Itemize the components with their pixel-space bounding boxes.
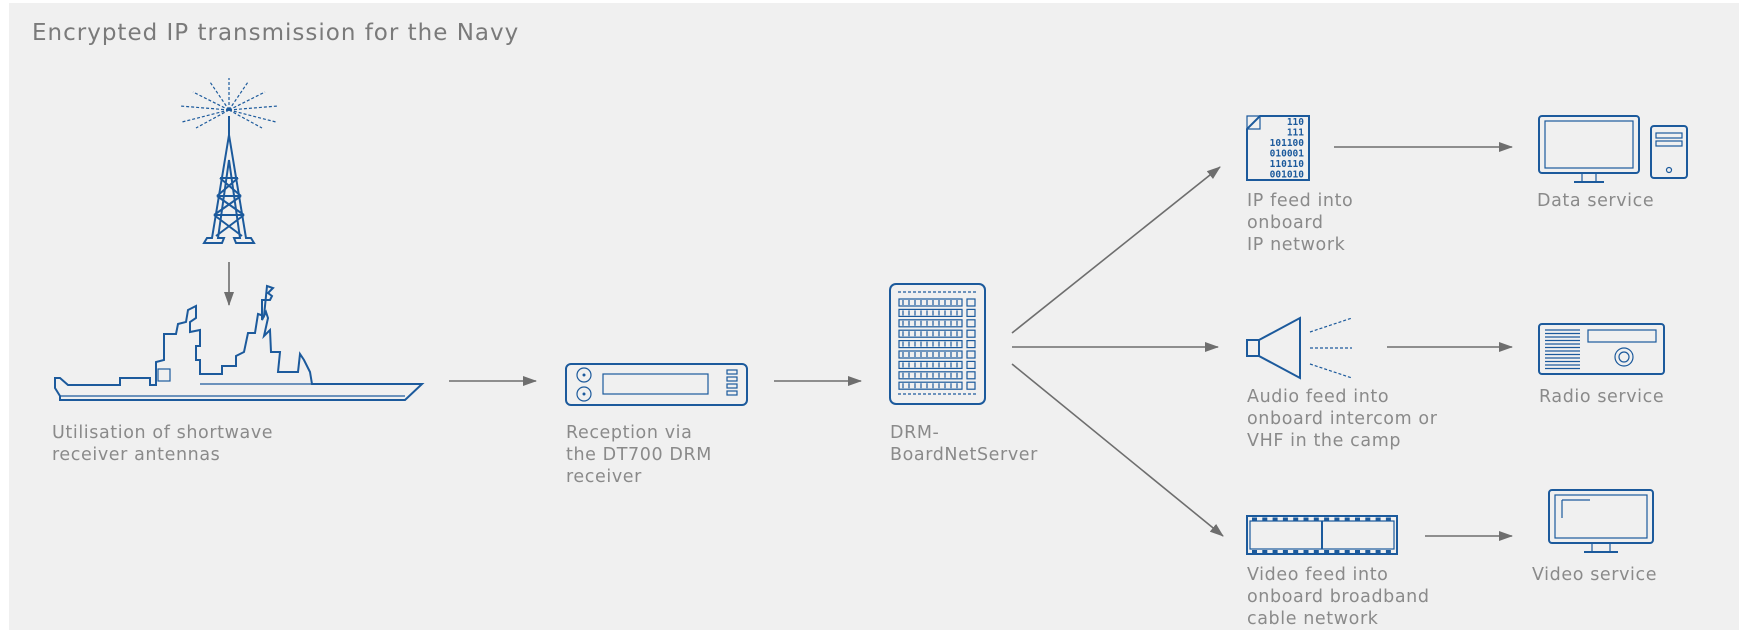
server-slot: [898, 298, 963, 307]
label-line: BoardNetServer: [890, 445, 1038, 465]
film-hole: [1344, 517, 1350, 521]
drm-boardnetserver-icon: [889, 283, 986, 405]
film-hole: [1385, 550, 1391, 553]
server-led: [966, 329, 976, 338]
binary-row: 110: [1287, 117, 1304, 128]
binary-row: 111: [1287, 128, 1304, 139]
film-hole: [1272, 517, 1278, 521]
server-slot: [898, 381, 963, 390]
diagram-title: Encrypted IP transmission for the Navy: [32, 20, 520, 46]
film-hole: [1324, 517, 1330, 521]
film-hole: [1365, 517, 1371, 521]
film-hole: [1334, 550, 1340, 553]
label-line: the DT700 DRM: [566, 445, 712, 465]
label-line: Reception via: [566, 423, 693, 443]
server-led: [966, 298, 976, 307]
arrow-server-to-video-feed: [1011, 363, 1224, 537]
label-line: receiver antennas: [52, 445, 221, 465]
binary-row: 010001: [1270, 149, 1305, 160]
film-hole: [1385, 517, 1391, 521]
server-slot: [898, 329, 963, 338]
film-hole: [1293, 517, 1299, 521]
radio-icon: [1538, 323, 1665, 375]
tv-monitor-icon: [1548, 489, 1654, 553]
label-line: IP network: [1247, 235, 1346, 255]
label-line: onboard broadband: [1247, 587, 1430, 607]
film-hole: [1355, 517, 1360, 521]
ship-label: Utilisation of shortwave receiver antenn…: [52, 422, 273, 466]
radio-service-label: Radio service: [1539, 386, 1664, 408]
film-hole: [1272, 550, 1278, 553]
label-line: IP feed into: [1247, 191, 1354, 211]
server-slot: [898, 340, 963, 349]
video-service-label: Video service: [1532, 564, 1657, 586]
film-hole: [1262, 517, 1268, 521]
desktop-computer-icon: [1538, 115, 1688, 183]
server-led: [966, 319, 976, 328]
label-line: onboard intercom or: [1247, 409, 1438, 429]
server-slot: [898, 371, 963, 380]
film-hole: [1282, 550, 1288, 553]
label-line: Data service: [1537, 191, 1655, 211]
server-slot: [898, 319, 963, 328]
label-line: Audio feed into: [1247, 387, 1390, 407]
server-led: [966, 360, 976, 369]
receiver-label: Reception via the DT700 DRM receiver: [566, 422, 712, 488]
film-hole: [1365, 550, 1371, 553]
server-label: DRM- BoardNetServer: [890, 422, 1038, 466]
binary-row: 110110: [1270, 159, 1305, 170]
server-slot: [898, 308, 963, 317]
film-hole: [1344, 550, 1350, 553]
binary-row: 001010: [1270, 170, 1305, 181]
navy-ship-icon: [54, 284, 425, 401]
label-line: Video feed into: [1247, 565, 1389, 585]
film-hole: [1375, 550, 1381, 553]
label-line: Video service: [1532, 565, 1658, 585]
film-hole: [1303, 517, 1309, 521]
audio-feed-label: Audio feed into onboard intercom or VHF …: [1247, 386, 1438, 452]
video-feed-label: Video feed into onboard broadband cable …: [1247, 564, 1430, 630]
data-service-label: Data service: [1537, 190, 1654, 212]
film-hole: [1293, 550, 1299, 553]
label-line: VHF in the camp: [1247, 431, 1402, 451]
label-line: Utilisation of shortwave: [52, 423, 274, 443]
server-led: [966, 340, 976, 349]
dt700-receiver-icon: [565, 363, 748, 406]
ip-feed-label: IP feed into onboard IP network: [1247, 190, 1353, 256]
film-strip-icon: [1246, 515, 1398, 555]
film-hole: [1252, 550, 1257, 553]
film-hole: [1282, 517, 1288, 521]
antenna-tower-icon: [179, 78, 279, 244]
label-line: Radio service: [1539, 387, 1665, 407]
label-line: cable network: [1247, 609, 1379, 629]
film-hole: [1252, 517, 1257, 521]
film-hole: [1313, 517, 1319, 521]
server-led: [966, 308, 976, 317]
server-slot: [898, 360, 963, 369]
label-line: DRM-: [890, 423, 940, 443]
server-led: [966, 350, 976, 359]
label-line: receiver: [566, 467, 642, 487]
film-hole: [1313, 550, 1319, 553]
binary-row: 101100: [1270, 138, 1305, 149]
label-line: onboard: [1247, 213, 1324, 233]
film-hole: [1334, 517, 1340, 521]
audio-speaker-icon: [1246, 316, 1353, 380]
server-slot: [898, 350, 963, 359]
film-hole: [1303, 550, 1309, 553]
film-hole: [1262, 550, 1268, 553]
server-led: [966, 371, 976, 380]
diagram-panel: [9, 3, 1739, 630]
film-hole: [1355, 550, 1360, 553]
film-hole: [1375, 517, 1381, 521]
film-hole: [1324, 550, 1330, 553]
arrow-server-to-ip-feed: [1011, 166, 1221, 334]
server-led: [966, 381, 976, 390]
